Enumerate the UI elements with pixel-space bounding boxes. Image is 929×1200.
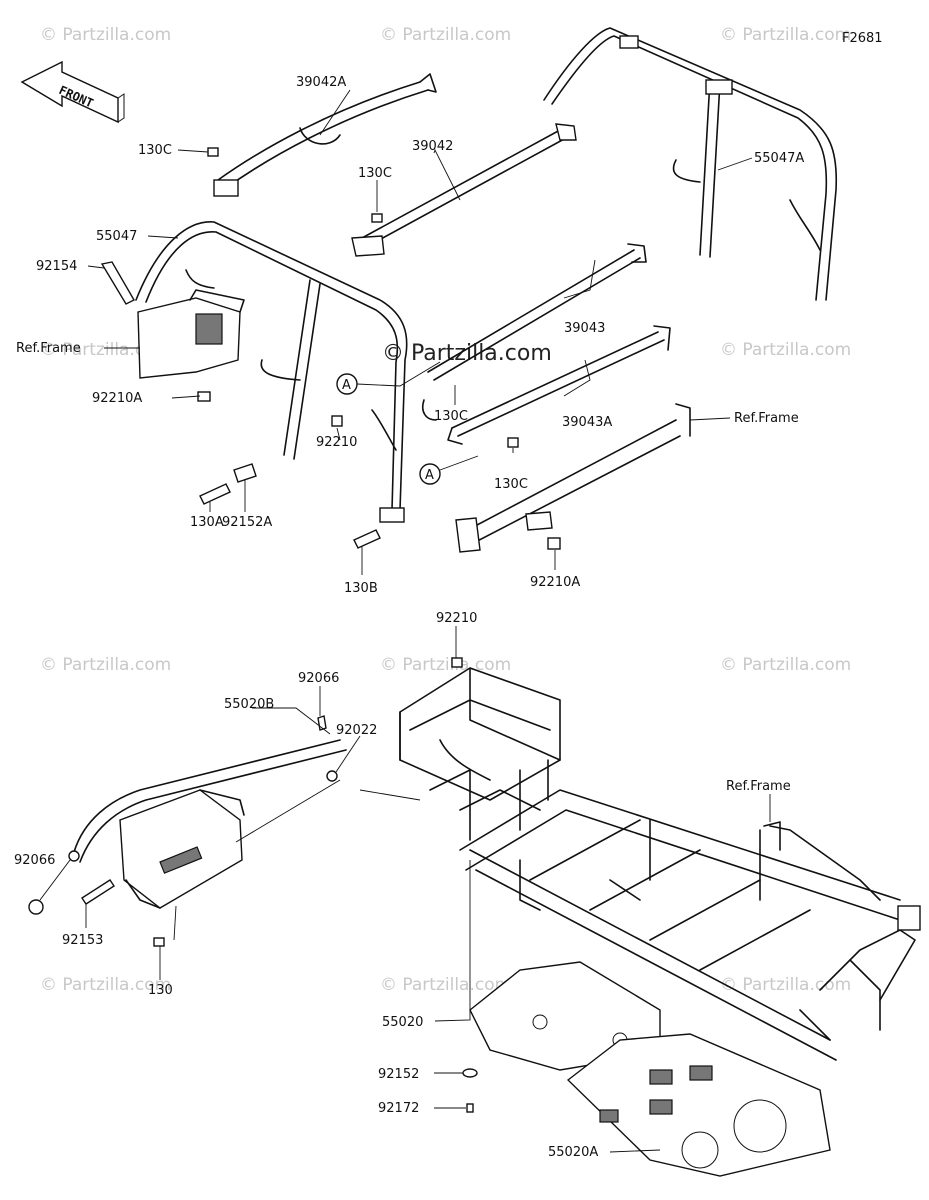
nut-icon — [547, 537, 561, 550]
label-92210A: 92210A — [92, 391, 142, 406]
label-55020B: 55020B — [224, 697, 274, 712]
label-130C: 130C — [494, 477, 528, 492]
label-92066: 92066 — [14, 853, 55, 868]
label-92210: 92210 — [316, 435, 357, 450]
label-130C: 130C — [138, 143, 172, 158]
svg-text:A: A — [342, 378, 351, 393]
bumper-55020B — [68, 739, 347, 909]
frame-bracket-left — [137, 269, 245, 379]
fasteners-upper — [100, 147, 561, 550]
label-92152: 92152 — [378, 1067, 419, 1082]
label-92172: 92172 — [378, 1101, 419, 1116]
skid-plate-55020A — [566, 1033, 831, 1177]
label-130A: 130A — [190, 515, 224, 530]
label-130C: 130C — [358, 166, 392, 181]
figure-code: F2681 — [842, 31, 883, 46]
leader-lines-upper — [87, 89, 753, 575]
label-39042A: 39042A — [296, 75, 346, 90]
watermark: © Partzilla.com — [720, 340, 851, 360]
watermark: © Partzilla.com — [380, 655, 511, 675]
fasteners-lower — [28, 657, 478, 1113]
part-labels: 39042A 130C 39042 130C 55047A 55047 9215… — [14, 75, 804, 1160]
callout-a-lower: A — [419, 455, 479, 485]
frame-rail-right — [455, 403, 691, 553]
watermark: © Partzilla.com — [720, 25, 851, 45]
watermark: © Partzilla.com — [40, 25, 171, 45]
label-55020: 55020 — [382, 1015, 423, 1030]
callout-a-upper: A — [336, 361, 441, 395]
label-92154: 92154 — [36, 259, 77, 274]
label-55047A: 55047A — [754, 151, 804, 166]
bar-39043 — [427, 243, 647, 381]
label-55047: 55047 — [96, 229, 137, 244]
collar-icon — [233, 463, 257, 483]
label-39043A: 39043A — [562, 415, 612, 430]
leader-lines-lower — [39, 626, 771, 1153]
washer-icon — [462, 1068, 478, 1078]
main-frame — [399, 667, 921, 1061]
watermark-center: © Partzilla.com — [382, 341, 552, 366]
nut-icon — [153, 937, 165, 947]
bolt-icon — [199, 483, 231, 505]
label-ref-frame: Ref.Frame — [734, 411, 799, 426]
watermark: © Partzilla.com — [40, 655, 171, 675]
label-92153: 92153 — [62, 933, 103, 948]
rivet-icon — [466, 1103, 474, 1113]
label-55020A: 55020A — [548, 1145, 598, 1160]
bolt-icon — [353, 529, 381, 549]
nut-icon — [507, 437, 519, 448]
watermark: © Partzilla.com — [720, 975, 851, 995]
svg-text:A: A — [425, 468, 434, 483]
plug-icon — [28, 899, 44, 915]
bar-39042 — [351, 123, 577, 257]
nut-icon — [371, 213, 383, 223]
front-arrow-icon: FRONT — [20, 60, 125, 124]
cage-55047A — [543, 27, 838, 301]
watermark: © Partzilla.com — [40, 975, 171, 995]
label-92152A: 92152A — [222, 515, 272, 530]
label-92022: 92022 — [336, 723, 377, 738]
bolt-icon — [100, 261, 135, 305]
watermark: © Partzilla.com — [380, 25, 511, 45]
label-92066: 92066 — [298, 671, 339, 686]
label-ref-frame: Ref.Frame — [16, 341, 81, 356]
nut-icon — [197, 391, 211, 402]
bar-39042A — [213, 73, 437, 197]
label-39042: 39042 — [412, 139, 453, 154]
label-130: 130 — [148, 983, 173, 998]
cage-55047 — [135, 221, 437, 523]
label-39043: 39043 — [564, 321, 605, 336]
watermark: © Partzilla.com — [380, 975, 511, 995]
label-ref-frame: Ref.Frame — [726, 779, 791, 794]
watermark: © Partzilla.com — [720, 655, 851, 675]
bolt-icon — [81, 879, 115, 905]
nut-icon — [331, 415, 343, 427]
nut-icon — [451, 657, 463, 668]
nut-icon — [207, 147, 219, 157]
label-130B: 130B — [344, 581, 378, 596]
bar-39043A — [447, 325, 671, 445]
label-92210A: 92210A — [530, 575, 580, 590]
label-130C: 130C — [434, 409, 468, 424]
watermarks: © Partzilla.com © Partzilla.com © Partzi… — [40, 25, 851, 995]
label-92210: 92210 — [436, 611, 477, 626]
washer-icon — [326, 770, 338, 782]
